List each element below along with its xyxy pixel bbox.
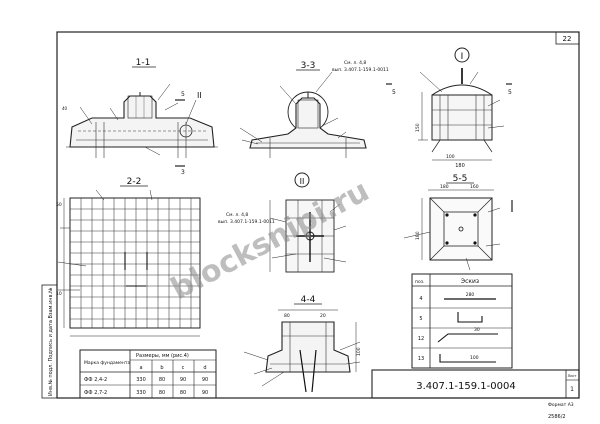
sec44-dim-side: 100 — [356, 347, 362, 356]
title-block: 3.407.1-159.1-0004 Лист 1 — [371, 369, 580, 399]
section-title-2-2: 2-2 — [127, 177, 142, 187]
section-title-4-4: 4-4 — [301, 295, 316, 305]
marks-header-dims: Размеры, мм (рис.4) — [136, 353, 189, 359]
marks-col-c: c — [182, 365, 185, 371]
cut-label-3: 3 — [181, 169, 185, 176]
sketch-row-1-pos: 4 — [419, 296, 422, 302]
view-4-4: 4-4 80 20 100 — [243, 295, 362, 393]
marks-header-mark: Марка фундамента — [84, 360, 130, 366]
marks-row-1-mark: ФФ 2,4-2 — [84, 377, 107, 383]
sketch-row-2-pos: 5 — [419, 316, 422, 322]
plan-dim-top-180: 180 — [440, 184, 449, 190]
node-title-II: II — [300, 177, 305, 186]
sheet-label: Лист — [568, 374, 577, 378]
marks-col-b: b — [160, 365, 163, 371]
marks-row-1-c: 90 — [180, 377, 186, 383]
cut-label-5: 5 — [181, 91, 185, 98]
side-stamp-box — [41, 284, 58, 399]
sec44-dim-80: 80 — [284, 313, 290, 319]
sheet-frame — [56, 31, 580, 399]
callout-2-line2: вып. 3.407.1-159.1-0011 — [218, 219, 275, 225]
stamp-number: 2586/2 — [548, 414, 566, 420]
marks-row-2-d: 90 — [202, 390, 208, 396]
sketch-row-4-pos: 13 — [418, 356, 424, 362]
dim-1-1: 40 — [62, 106, 68, 111]
node-I-cut-5a: 5 — [392, 89, 396, 96]
sheet-number: 1 — [570, 386, 574, 393]
section-title-3-3: 3-3 — [301, 61, 316, 71]
sec44-dim-20: 20 — [320, 313, 326, 319]
section-title-1-1: 1-1 — [136, 58, 151, 68]
sketch-table: поз. Эскиз 4 280 5 12 30 13 100 — [411, 273, 513, 369]
page-number-box — [555, 31, 580, 45]
view-2-2: 2-2 50 — [56, 177, 201, 337]
view-3-3: 3-3 См. л. 4,8 вып. 3.407.1-159.1-0011 — [239, 60, 389, 158]
marks-table: Марка фундамента Размеры, мм (рис.4) a b… — [79, 349, 217, 399]
callout-2-line1: См. л. 4,8 — [226, 212, 248, 218]
node-I-dim-100: 100 — [446, 154, 455, 160]
sketch-row-1-dim: 280 — [466, 292, 475, 298]
marks-row-1-a: 330 — [136, 377, 146, 383]
callout-1-line1: См. л. 4,8 — [344, 60, 366, 66]
node-I-detail: I 150 180 100 5 5 — [386, 47, 512, 169]
grid-dim-10: 10 — [56, 291, 62, 297]
marks-row-1-b: 80 — [159, 377, 165, 383]
node-I-cut-5b: 5 — [508, 89, 512, 96]
format-label: Формат А3 — [548, 402, 574, 408]
marks-row-2-b: 80 — [159, 390, 165, 396]
callout-1-line2: вып. 3.407.1-159.1-0011 — [332, 67, 389, 73]
section-title-5-5: 5-5 — [453, 174, 468, 184]
marks-row-2-mark: ФФ 2,7-2 — [84, 390, 107, 396]
marks-col-a: a — [139, 365, 142, 371]
sketch-row-3-dim: 30 — [474, 327, 480, 333]
marks-col-d: d — [203, 365, 206, 371]
sketch-header-pos: поз. — [415, 280, 425, 285]
side-stamp-text: Инв.№ подл. Подпись и дата Взам.инв.№ — [48, 287, 54, 396]
page-number: 22 — [563, 35, 572, 43]
sketch-row-4-dim: 100 — [470, 355, 479, 361]
node-I-dim-vert: 150 — [415, 123, 421, 132]
plan-dim-top-160: 160 — [470, 184, 479, 190]
marks-row-2-c: 80 — [180, 390, 186, 396]
node-II-detail: II См. л. 4,8 вып. 3.407.1-159.1-0011 — [218, 172, 347, 273]
grid-dim-50: 50 — [56, 202, 62, 208]
view-1-1: 1-1 II 3 5 40 — [62, 58, 218, 176]
view-5-5: 5-5 180 160 180 — [403, 174, 513, 271]
node-ref-II: II — [197, 91, 202, 100]
marks-row-2-a: 330 — [136, 390, 146, 396]
sketch-row-3-pos: 12 — [418, 336, 424, 342]
drawing-code: 3.407.1-159.1-0004 — [416, 381, 515, 392]
plan-dim-side-180: 180 — [415, 231, 421, 240]
marks-row-1-d: 90 — [202, 377, 208, 383]
watermark: blocksnipi.ru — [165, 173, 375, 307]
node-title-I: I — [461, 52, 464, 62]
sketch-header-sketch: Эскиз — [461, 278, 479, 285]
node-I-dim-180: 180 — [455, 163, 465, 169]
